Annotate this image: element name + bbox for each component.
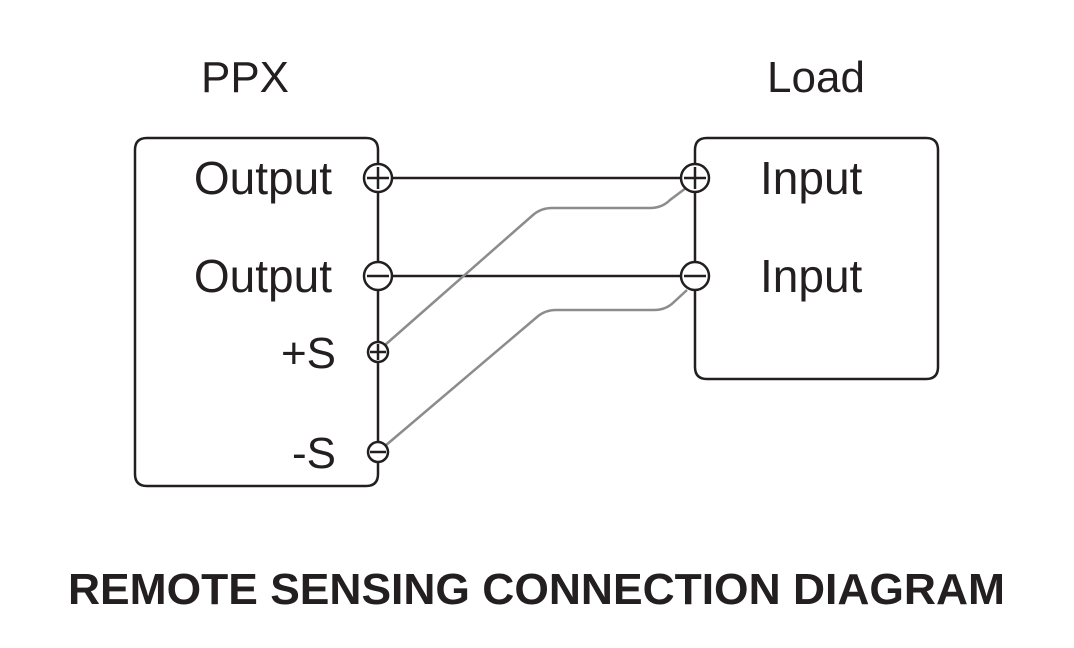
sense-negative-label: -S: [292, 429, 336, 478]
output-negative-terminal: [362, 260, 394, 292]
output-negative-label: Output: [194, 250, 332, 302]
input-positive-label: Input: [760, 152, 863, 204]
sense-negative-terminal: [366, 440, 390, 464]
sense-positive-terminal: [366, 340, 390, 364]
negative-sense-wire: [384, 289, 688, 447]
output-positive-label: Output: [194, 152, 332, 204]
load-box: [693, 136, 940, 381]
sense-positive-label: +S: [281, 329, 336, 378]
ppx-box: [133, 136, 380, 488]
positive-sense-wire: [384, 187, 687, 346]
load-title: Load: [767, 53, 865, 102]
diagram-caption: REMOTE SENSING CONNECTION DIAGRAM: [68, 565, 1005, 614]
ppx-title: PPX: [201, 53, 289, 102]
input-negative-label: Input: [760, 250, 863, 302]
input-positive-terminal: [679, 162, 711, 194]
output-positive-terminal: [362, 162, 394, 194]
input-negative-terminal: [679, 260, 711, 292]
